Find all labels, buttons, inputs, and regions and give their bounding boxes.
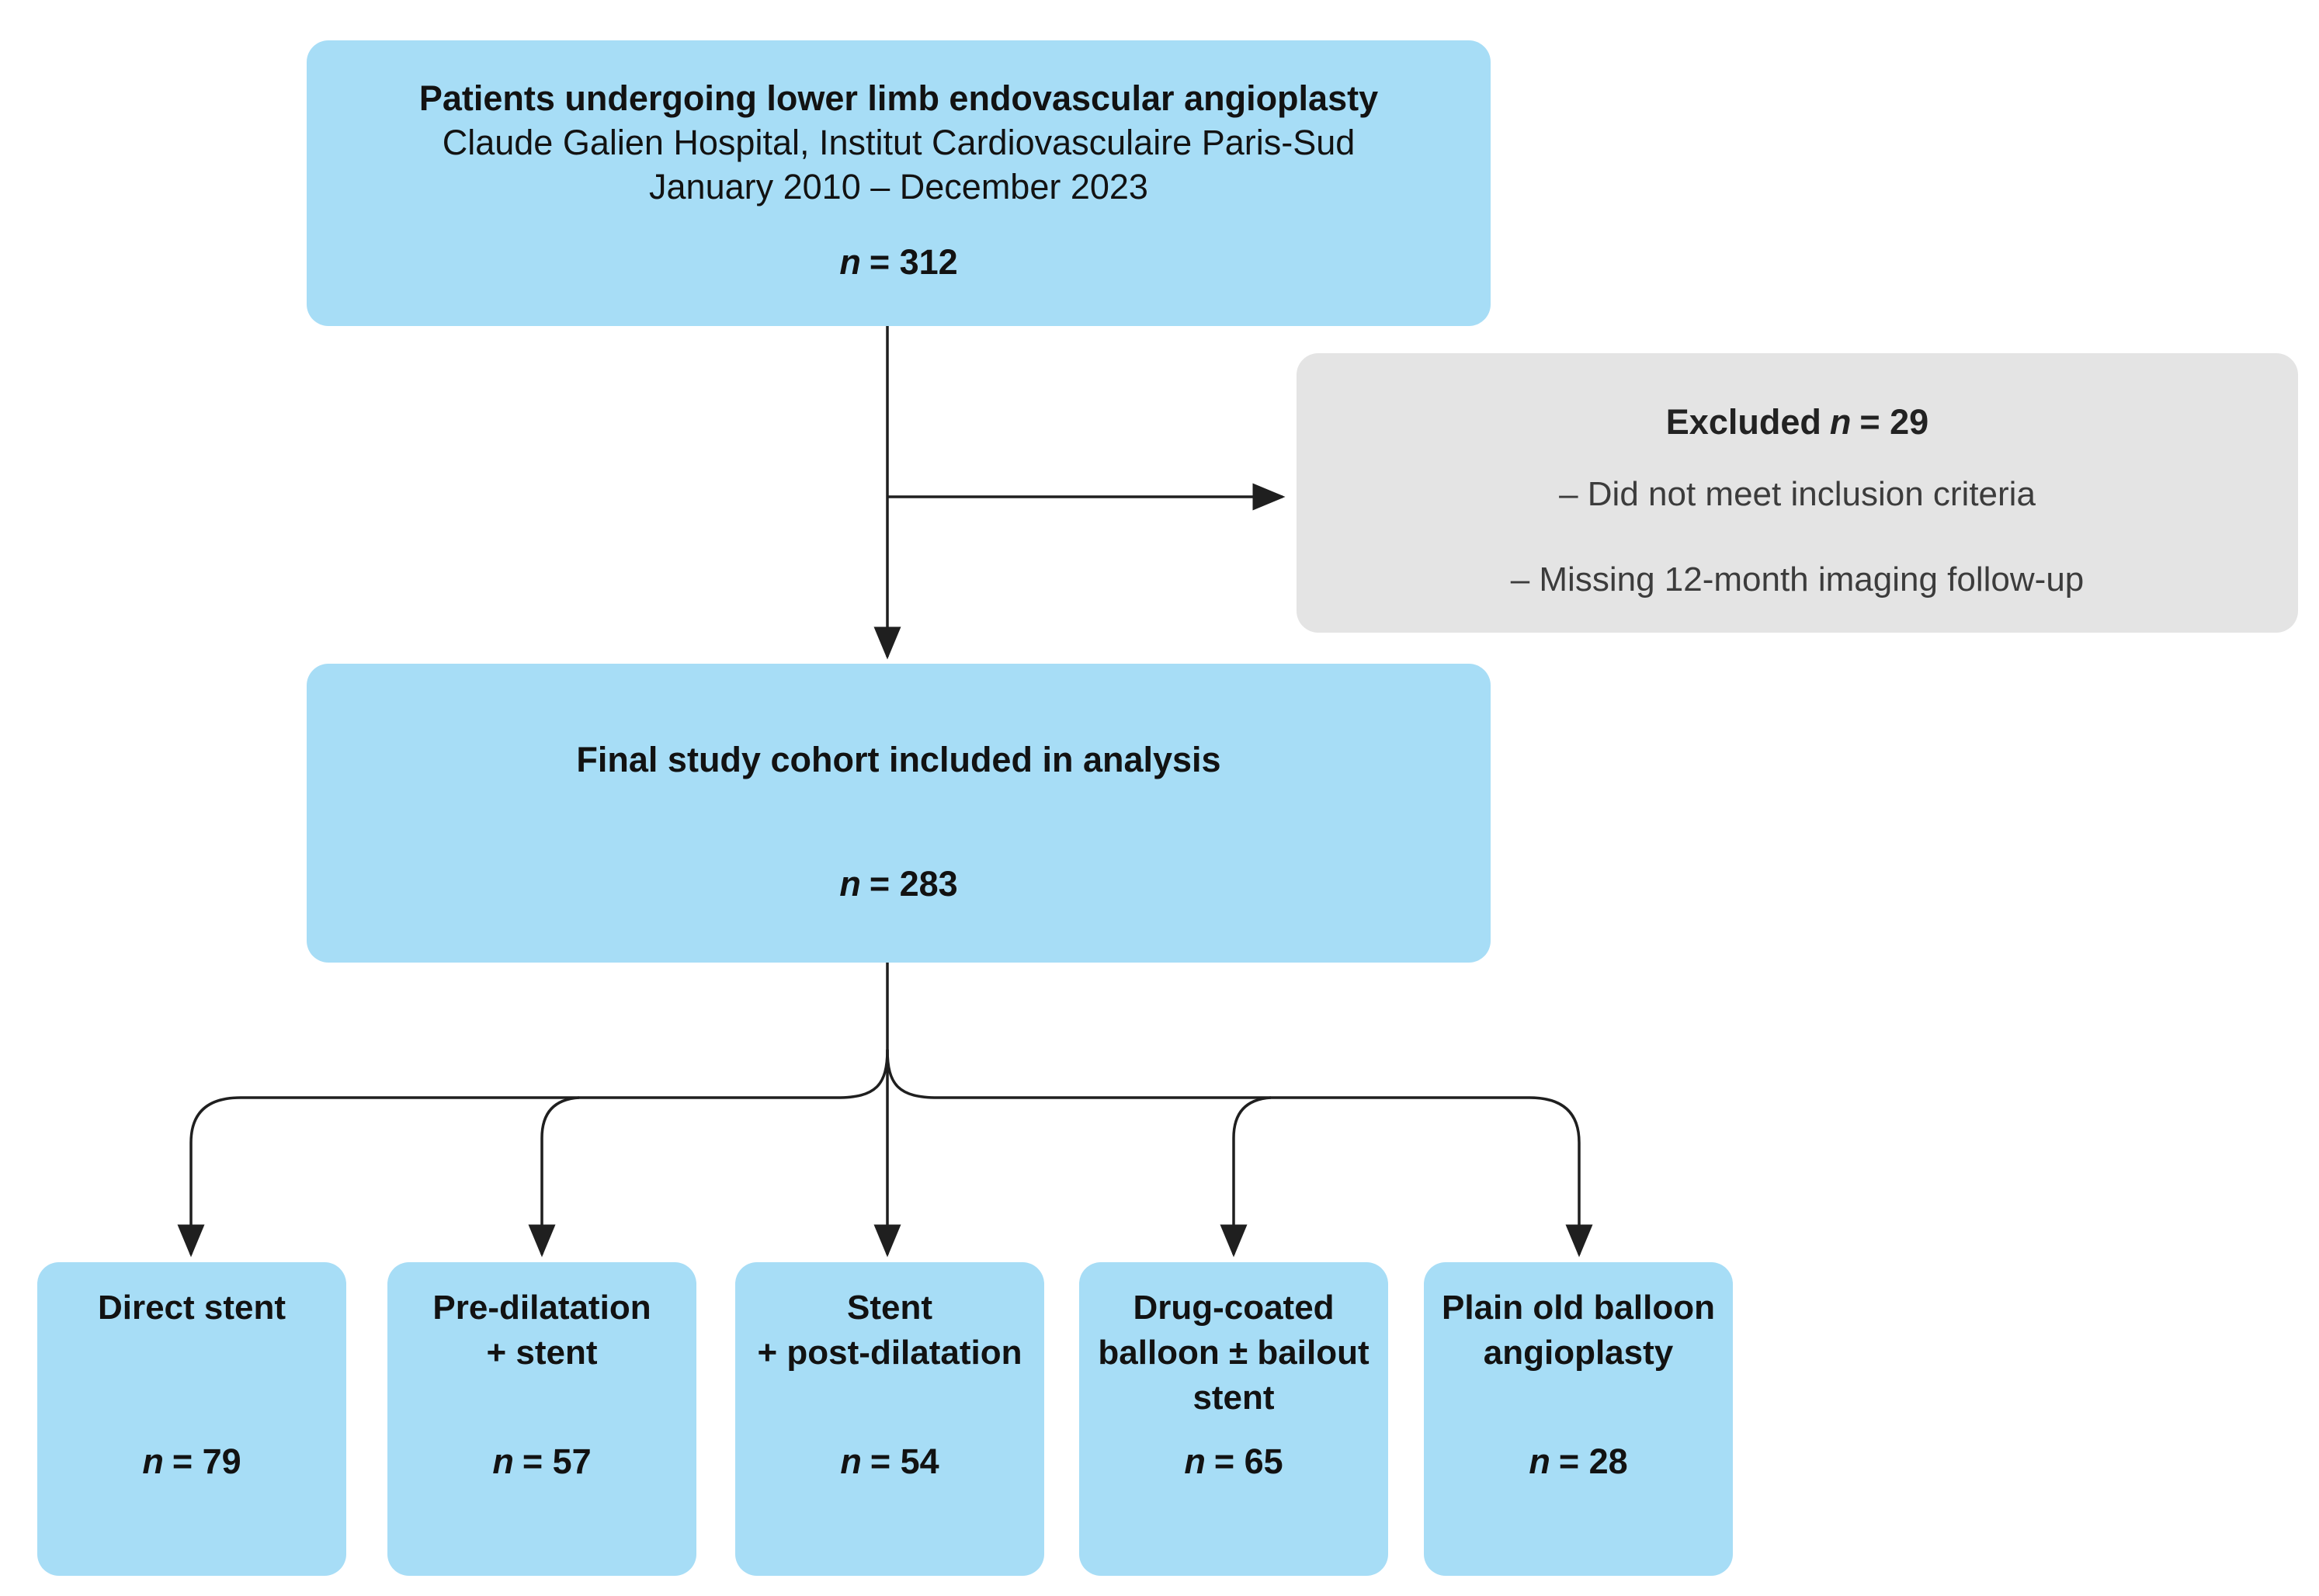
connector-final-to-arm-4 <box>1220 1096 1272 1258</box>
n-symbol: n <box>839 242 861 282</box>
eligible-period: January 2010 – December 2023 <box>649 167 1148 206</box>
excluded-reason-2: – Missing 12-month imaging follow-up <box>1510 560 2085 598</box>
final-cohort-title: Final study cohort included in analysis <box>576 740 1221 779</box>
arm-label-line: angioplasty <box>1483 1334 1674 1372</box>
arm-label-line: + stent <box>486 1334 598 1372</box>
connector-final-to-arm-5 <box>886 1049 1593 1258</box>
n-symbol: n <box>1184 1442 1206 1481</box>
n-value: = 29 <box>1859 402 1929 442</box>
excluded-reason-1: – Did not meet inclusion criteria <box>1559 475 2036 513</box>
n-value: = 312 <box>869 242 958 282</box>
arm-count: n= 54 <box>735 1439 1044 1484</box>
arm-label-line: Direct stent <box>97 1289 286 1327</box>
n-value: = 28 <box>1558 1442 1628 1481</box>
n-symbol: n <box>142 1442 164 1481</box>
n-value: = 65 <box>1213 1442 1283 1481</box>
arm-count: n= 65 <box>1079 1439 1388 1484</box>
arm-count: n= 79 <box>37 1439 346 1484</box>
n-value: = 54 <box>870 1442 939 1481</box>
eligible-title: Patients undergoing lower limb endovascu… <box>418 78 1379 118</box>
arm-label-line: Plain old balloon <box>1442 1289 1715 1327</box>
final-cohort-count: n= 283 <box>307 862 1491 907</box>
n-symbol: n <box>1829 402 1852 442</box>
arm-count: n= 57 <box>387 1439 696 1484</box>
n-value: = 283 <box>869 864 958 904</box>
n-value: = 79 <box>172 1442 241 1481</box>
node-arm-drug-coated-balloon: Drug-coated balloon ± bailout stent n= 6… <box>1079 1262 1388 1576</box>
arm-count: n= 28 <box>1424 1439 1733 1484</box>
n-symbol: n <box>839 864 861 904</box>
connector-final-to-arm-1 <box>177 1049 889 1258</box>
n-symbol: n <box>1529 1442 1550 1481</box>
node-arm-direct-stent: Direct stent n= 79 <box>37 1262 346 1576</box>
node-eligible-patients: Patients undergoing lower limb endovascu… <box>307 40 1491 326</box>
arm-label-line: + post-dilatation <box>757 1334 1022 1372</box>
eligible-count: n= 312 <box>307 240 1491 285</box>
arm-label-line: Drug-coated <box>1133 1289 1335 1327</box>
arm-label-line: stent <box>1192 1379 1275 1417</box>
node-arm-plain-balloon: Plain old balloon angioplasty n= 28 <box>1424 1262 1733 1576</box>
arm-label-line: Pre-dilatation <box>432 1289 651 1327</box>
arm-label-line: Stent <box>847 1289 932 1327</box>
eligible-hospital: Claude Galien Hospital, Institut Cardiov… <box>442 123 1356 162</box>
n-symbol: n <box>840 1442 862 1481</box>
node-arm-predilatation-stent: Pre-dilatation + stent n= 57 <box>387 1262 696 1576</box>
arm-label-line: balloon ± bailout <box>1098 1334 1370 1372</box>
node-arm-stent-postdilatation: Stent + post-dilatation n= 54 <box>735 1262 1044 1576</box>
excluded-label: Excluded <box>1665 402 1821 442</box>
node-final-cohort: Final study cohort included in analysis … <box>307 664 1491 963</box>
n-value: = 57 <box>522 1442 592 1481</box>
n-symbol: n <box>492 1442 514 1481</box>
connector-final-to-arm-2 <box>528 1096 580 1258</box>
